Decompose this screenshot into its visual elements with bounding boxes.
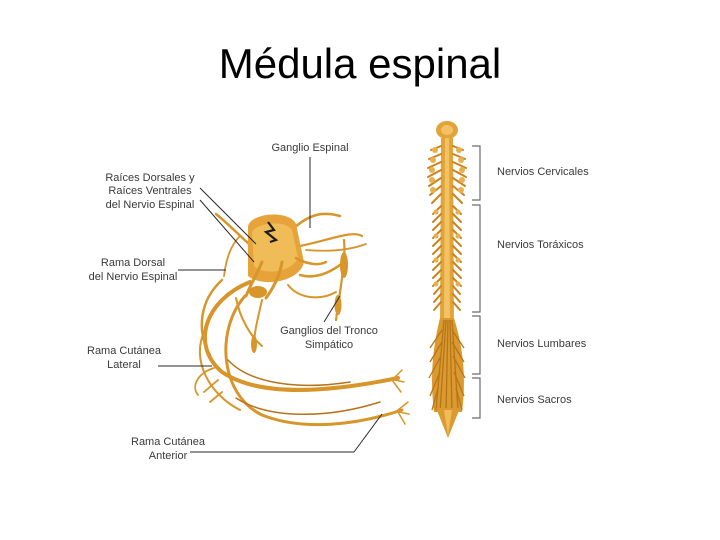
label-text-ganglios-tronco-1: Ganglios del Tronco xyxy=(280,325,378,337)
label-raices: Raíces Dorsales y Raíces Ventrales del N… xyxy=(105,172,257,263)
label-nervios-sacros: Nervios Sacros xyxy=(497,394,572,406)
label-text-rama-cutanea-lateral-2: Lateral xyxy=(107,359,141,371)
label-text-rama-dorsal-1: Rama Dorsal xyxy=(101,257,165,269)
label-rama-dorsal: Rama Dorsal del Nervio Espinal xyxy=(89,257,226,283)
bracket-toraxicos xyxy=(472,204,481,313)
bracket-cervicales xyxy=(472,145,481,201)
bracket-lumbares xyxy=(472,315,481,375)
label-text-rama-cutanea-anterior-1: Rama Cutánea xyxy=(131,436,206,448)
label-rama-cutanea-anterior: Rama Cutánea Anterior xyxy=(131,413,383,462)
label-ganglios-tronco: Ganglios del Tronco Simpático xyxy=(280,295,378,351)
label-text-raices-3: del Nervio Espinal xyxy=(106,199,195,211)
label-nervios-toraxicos: Nervios Toráxicos xyxy=(497,239,584,251)
label-text-ganglios-tronco-2: Simpático xyxy=(305,339,353,351)
label-text-rama-cutanea-lateral-1: Rama Cutánea xyxy=(87,345,162,357)
spinal-column-illustration xyxy=(427,121,467,438)
label-nervios-lumbares: Nervios Lumbares xyxy=(497,338,587,350)
label-text-raices-1: Raíces Dorsales y xyxy=(105,172,195,184)
label-text-rama-cutanea-anterior-2: Anterior xyxy=(149,450,188,462)
label-text-rama-dorsal-2: del Nervio Espinal xyxy=(89,271,178,283)
spinal-nerve-illustration xyxy=(194,212,410,427)
label-nervios-cervicales: Nervios Cervicales xyxy=(497,166,589,178)
label-ganglio-espinal: Ganglio Espinal xyxy=(271,142,349,228)
label-text-ganglio-espinal: Ganglio Espinal xyxy=(271,142,348,154)
slide-title: Médula espinal xyxy=(218,40,502,87)
bracket-sacros xyxy=(472,377,481,419)
label-rama-cutanea-lateral: Rama Cutánea Lateral xyxy=(87,345,212,371)
label-text-raices-2: Raíces Ventrales xyxy=(108,185,192,197)
